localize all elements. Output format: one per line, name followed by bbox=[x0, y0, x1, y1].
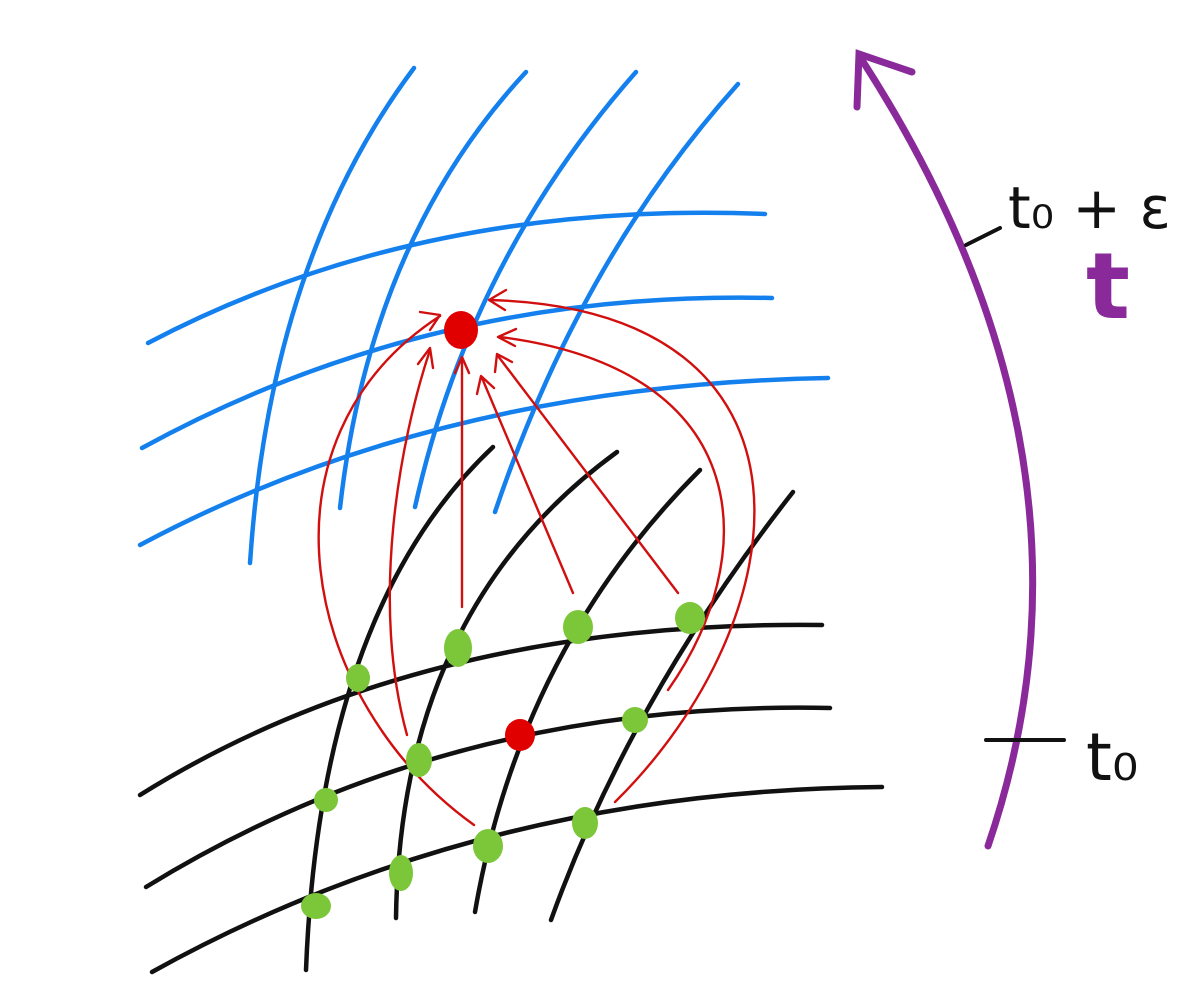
arrow-line bbox=[496, 354, 680, 595]
lower-grid-curve bbox=[303, 444, 496, 973]
lower-grid-curve bbox=[149, 784, 885, 975]
label-t0-plus-eps: t₀ + ε bbox=[1008, 174, 1171, 242]
neighbor-point bbox=[314, 788, 338, 812]
arrow-head bbox=[496, 327, 518, 348]
arrow-line bbox=[388, 348, 432, 737]
upper-grid-curve bbox=[247, 65, 417, 566]
neighbor-point bbox=[622, 707, 648, 733]
source-point bbox=[505, 719, 535, 751]
neighbor-point bbox=[473, 829, 503, 863]
neighbor-points bbox=[301, 602, 705, 919]
tick-t0-plus-eps bbox=[964, 226, 1002, 247]
arrow-head bbox=[487, 288, 508, 312]
arrow-line bbox=[498, 335, 725, 692]
time-axis bbox=[853, 49, 1037, 850]
upper-grid-curve bbox=[145, 210, 768, 346]
arrow-head bbox=[475, 374, 496, 396]
label-time-axis: t bbox=[1086, 233, 1130, 340]
arrow-head bbox=[418, 310, 442, 332]
time-axis-arc bbox=[858, 56, 1037, 850]
arrow-line bbox=[317, 314, 476, 827]
neighbor-point bbox=[301, 893, 331, 919]
upper-grid-curve bbox=[337, 69, 529, 511]
lower-grid-curve bbox=[143, 705, 833, 890]
lower-grid-curve bbox=[472, 467, 703, 915]
lower-grid-curve bbox=[137, 622, 825, 798]
neighbor-point bbox=[389, 855, 413, 891]
neighbor-point bbox=[572, 807, 598, 839]
time-axis-arrowhead bbox=[853, 49, 916, 111]
upper-grid-curve bbox=[492, 81, 741, 515]
upper-grid-curve bbox=[412, 69, 639, 510]
arrow-line bbox=[480, 376, 575, 595]
target-point bbox=[444, 311, 478, 349]
neighbor-point bbox=[346, 664, 370, 692]
arrow-head bbox=[416, 346, 435, 370]
arrow-head bbox=[453, 355, 471, 375]
neighbor-point bbox=[444, 629, 472, 667]
neighbor-point bbox=[675, 602, 705, 634]
neighbor-point bbox=[406, 743, 432, 777]
arrow-line bbox=[488, 298, 756, 804]
neighbor-point bbox=[563, 610, 593, 644]
label-t0: t₀ bbox=[1086, 719, 1138, 796]
contribution-arrows bbox=[317, 288, 756, 827]
lower-grid-curve bbox=[548, 489, 796, 923]
upper-grid bbox=[137, 65, 831, 566]
upper-grid-curve bbox=[139, 295, 775, 451]
arrow-head bbox=[493, 352, 514, 374]
